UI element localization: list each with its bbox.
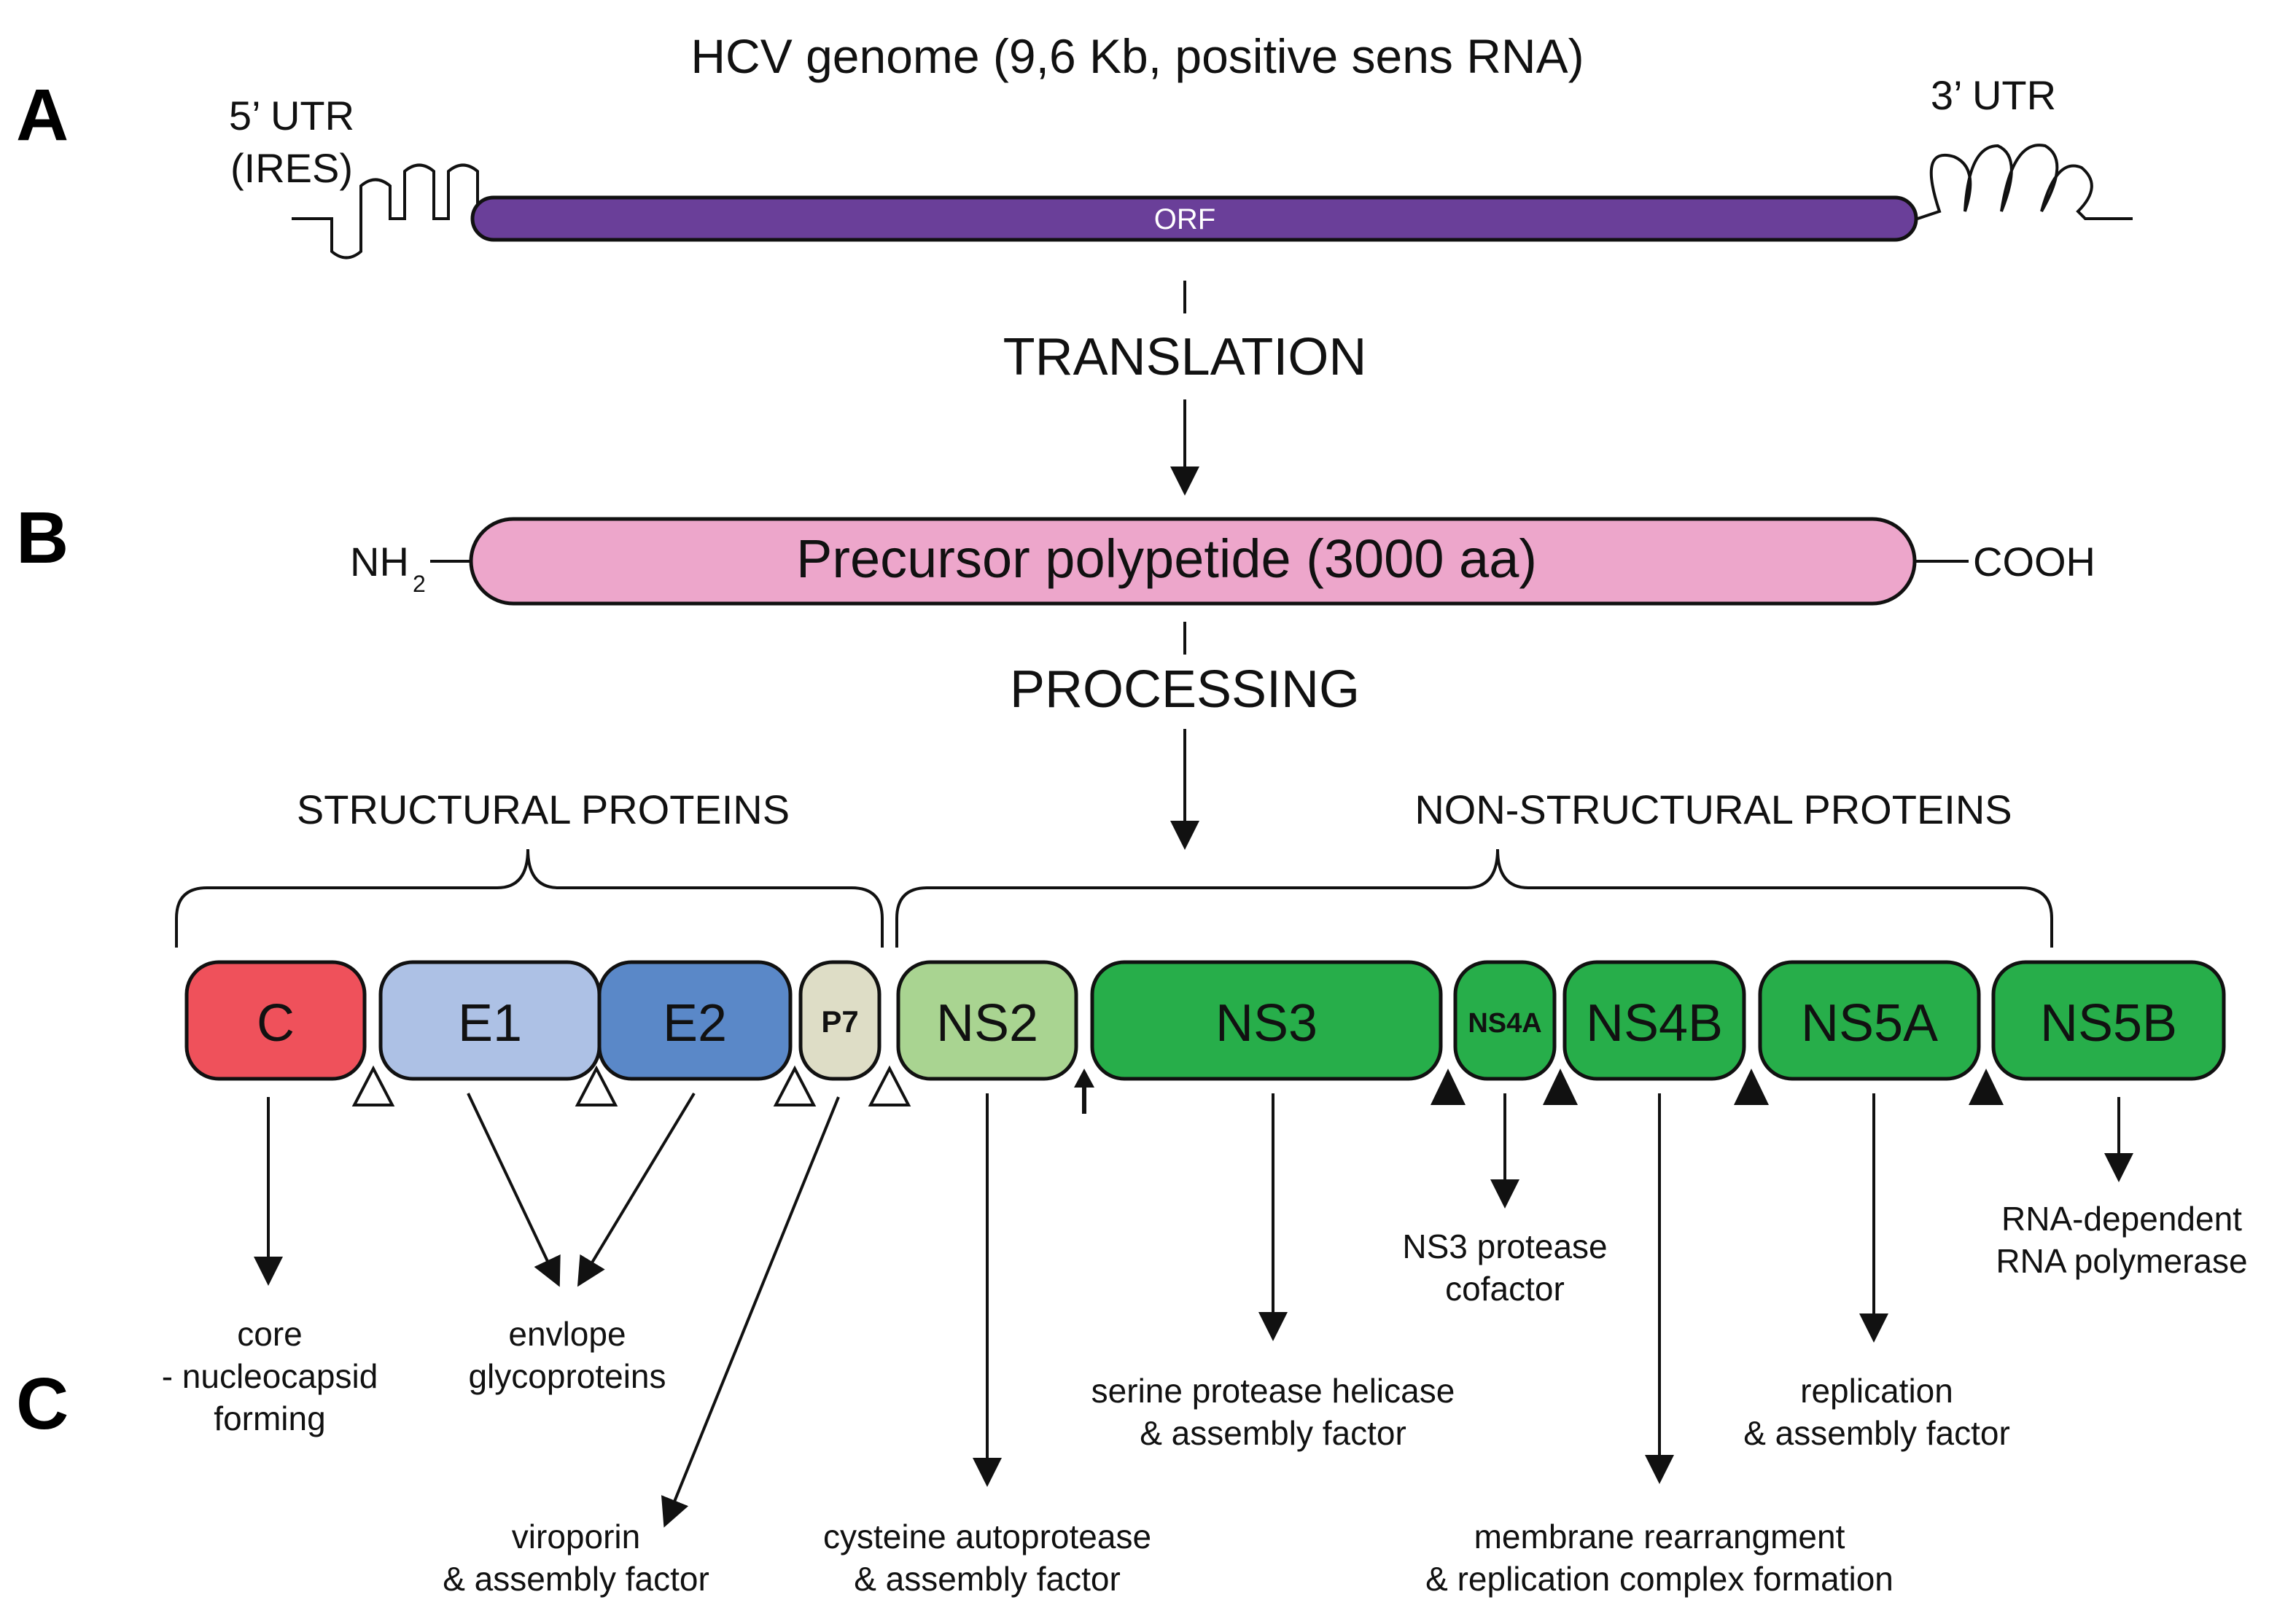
protein-c-label: C	[257, 994, 295, 1053]
orf-label: ORF	[1154, 203, 1215, 235]
protein-ns5a-label: NS5A	[1801, 994, 1938, 1053]
protein-ns4a-box	[1453, 960, 1557, 1081]
orf-bar	[470, 195, 1918, 242]
cleavage-site-filled-triangle	[1734, 1069, 1769, 1105]
function-serine-line1: serine protease helicase	[1091, 1372, 1455, 1410]
protein-p7-box	[798, 960, 881, 1081]
utr5-label-line2: (IRES)	[230, 145, 353, 191]
utr3-loops	[1917, 144, 2133, 220]
arrow-e1-to-envelope	[467, 1093, 561, 1287]
translation-label: TRANSLATION	[1003, 328, 1367, 386]
function-viroporin-line2: & assembly factor	[443, 1560, 709, 1598]
panel-label-c: C	[16, 1363, 69, 1445]
cooh-label: COOH	[1973, 539, 2095, 585]
arrow-e2-to-envelope	[577, 1092, 696, 1287]
function-serine-line2: & assembly factor	[1140, 1414, 1406, 1452]
protein-ns5b-box	[1991, 960, 2226, 1081]
nh2-subscript: 2	[413, 571, 426, 597]
protein-e1-label: E1	[458, 994, 522, 1053]
cleavage-site-filled-triangle	[1969, 1069, 2004, 1105]
function-cysteine-line2: & assembly factor	[854, 1560, 1121, 1598]
nonstructural-proteins-label: NON-STRUCTURAL PROTEINS	[1414, 786, 2012, 832]
function-core-line1: core	[237, 1315, 302, 1353]
function-envelope-line1: envlope	[508, 1315, 626, 1353]
function-replication-line1: replication	[1800, 1372, 1953, 1410]
protein-ns5b-label: NS5B	[2040, 994, 2177, 1053]
protein-e2-box	[597, 960, 793, 1081]
cleavage-site-filled-triangle	[1431, 1069, 1466, 1105]
function-membrane-line1: membrane rearrangment	[1474, 1518, 1845, 1555]
protein-ns4b-label: NS4B	[1586, 994, 1723, 1053]
function-replication-line2: & assembly factor	[1743, 1414, 2010, 1452]
cleavage-site-open-triangle	[351, 1065, 395, 1106]
protein-e2-label: E2	[663, 994, 727, 1053]
function-polymerase-line1: RNA-dependent	[2001, 1200, 2242, 1238]
structural-proteins-label: STRUCTURAL PROTEINS	[297, 786, 790, 832]
cleavage-site-open-triangle	[575, 1065, 618, 1106]
function-cofactor-line1: NS3 protease	[1402, 1227, 1607, 1265]
panel-label-b: B	[16, 497, 69, 579]
function-cysteine-line1: cysteine autoprotease	[823, 1518, 1151, 1555]
cleavage-site-open-triangle	[773, 1065, 817, 1106]
function-core-line3: forming	[214, 1399, 325, 1437]
protein-ns3-label: NS3	[1215, 994, 1318, 1053]
nh2-label: NH	[350, 539, 409, 585]
nonstructural-brace	[895, 848, 2053, 948]
protein-ns2-label: NS2	[936, 994, 1038, 1053]
function-envelope-line2: glycoproteins	[468, 1357, 666, 1395]
arrow-p7-to-viroporin	[661, 1096, 840, 1528]
polypeptide-label: Precursor polypetide (3000 aa)	[796, 528, 1537, 589]
utr3-label: 3’ UTR	[1931, 72, 2056, 118]
function-viroporin-line1: viroporin	[512, 1518, 640, 1555]
cleavage-site-filled-triangle	[1543, 1069, 1578, 1105]
protein-p7-label: P7	[821, 1004, 858, 1039]
processing-label: PROCESSING	[1010, 660, 1360, 719]
utr5-wave	[292, 163, 479, 259]
protein-ns3-box	[1090, 960, 1443, 1081]
function-core-line2: - nucleocapsid	[162, 1357, 378, 1395]
protein-ns5a-box	[1758, 960, 1981, 1081]
protein-c-box	[184, 960, 367, 1081]
genome-title: HCV genome (9,6 Kb, positive sens RNA)	[690, 29, 1584, 83]
panel-label-a: A	[16, 74, 69, 156]
utr5-label-line1: 5’ UTR	[229, 93, 354, 138]
autoprotease-cleavage-arrow	[1074, 1069, 1094, 1114]
protein-ns2-box	[896, 960, 1078, 1081]
function-cofactor-line2: cofactor	[1445, 1270, 1565, 1308]
structural-brace	[175, 848, 884, 948]
function-polymerase-line2: RNA polymerase	[1996, 1242, 2247, 1280]
protein-ns4b-box	[1562, 960, 1746, 1081]
function-membrane-line2: & replication complex formation	[1425, 1560, 1894, 1598]
protein-ns4a-label: NS4A	[1468, 1008, 1541, 1039]
cleavage-site-open-triangle	[868, 1065, 911, 1106]
